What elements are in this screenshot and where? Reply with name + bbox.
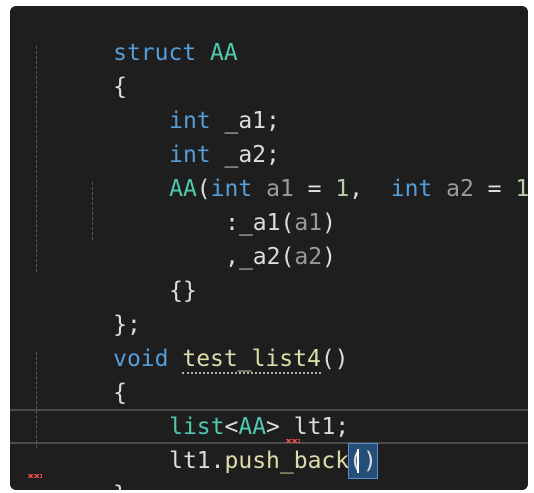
paren-token: ( (196, 176, 211, 202)
code-line: { (30, 36, 127, 100)
keyword-token: int (390, 176, 433, 202)
member-token: _a2 (238, 244, 281, 270)
keyword-token: int (169, 142, 211, 168)
whitespace-token (168, 346, 182, 372)
code-line: { (30, 342, 127, 406)
code-line: int _a2; (86, 104, 280, 168)
comma-token: , (349, 176, 391, 202)
code-editor[interactable]: struct AA { int _a1; int _a2; AA(int a1 … (10, 6, 528, 490)
comma-token: , (225, 244, 239, 270)
brace-token: }; (113, 312, 141, 338)
brace-token: } (113, 482, 127, 490)
indent-guide (36, 352, 37, 448)
indent-guide (92, 182, 93, 240)
indent-guide (36, 46, 37, 272)
angle-bracket-token: < (224, 414, 239, 440)
matched-bracket-highlight: () (348, 443, 378, 479)
code-line: ,_a2(a2) (142, 206, 336, 270)
keyword-token: struct (113, 40, 197, 66)
code-line: list<AA> lt1; (86, 376, 349, 440)
type-token: AA (210, 40, 238, 66)
whitespace-token (432, 176, 446, 202)
number-token: 1 (515, 176, 528, 202)
code-line: AA(int a1 = 1, int a2 = 1) (86, 138, 528, 202)
identifier-token: lt1; (279, 414, 350, 440)
identifier-token: _a2; (210, 142, 280, 168)
error-squiggle (286, 439, 300, 443)
method-token: push_back (224, 448, 350, 474)
keyword-token: int (210, 176, 253, 202)
code-line: }; (30, 274, 141, 338)
identifier-token: lt1 (169, 448, 211, 474)
text-caret (357, 449, 360, 473)
parameter-token: a1 (266, 176, 294, 202)
operator-token: = (293, 176, 336, 202)
colon-token: : (225, 210, 239, 236)
code-line: void test_list4() (30, 308, 349, 374)
brace-token: { (113, 74, 127, 100)
type-token: AA (169, 176, 197, 202)
number-token: 1 (335, 176, 350, 202)
code-line: int _a1; (86, 70, 280, 134)
paren-token: ( (280, 210, 295, 236)
current-line-highlight (10, 409, 528, 444)
dot-token: . (210, 448, 225, 474)
code-line: {} (86, 240, 197, 304)
parameter-token: a2 (294, 244, 323, 270)
code-area[interactable]: struct AA { int _a1; int _a2; AA(int a1 … (10, 6, 528, 490)
code-line: :_a1(a1) (142, 172, 336, 236)
brace-token: { (113, 380, 127, 406)
keyword-token: int (169, 108, 211, 134)
type-token: list (169, 414, 225, 440)
parameter-token: a1 (294, 210, 323, 236)
error-squiggle (28, 474, 42, 478)
paren-token: ( (349, 448, 363, 474)
paren-token: () (320, 346, 349, 372)
brace-token: {} (169, 278, 197, 304)
keyword-token: void (113, 346, 169, 372)
operator-token: = (473, 176, 516, 202)
paren-token: ) (322, 210, 336, 236)
type-token: AA (238, 414, 267, 440)
angle-bracket-token: > (266, 414, 280, 440)
code-line-current[interactable]: lt1.push_back() (86, 410, 378, 479)
code-line: struct AA (30, 6, 238, 66)
member-token: _a1 (238, 210, 281, 236)
paren-token: ) (362, 448, 377, 474)
identifier-token: _a1; (210, 108, 280, 134)
paren-token: ) (322, 244, 336, 270)
code-line: } (30, 444, 127, 490)
paren-token: ( (280, 244, 295, 270)
whitespace-token (196, 40, 210, 66)
parameter-token: a2 (446, 176, 474, 202)
function-name-token[interactable]: test_list4 (182, 346, 321, 374)
